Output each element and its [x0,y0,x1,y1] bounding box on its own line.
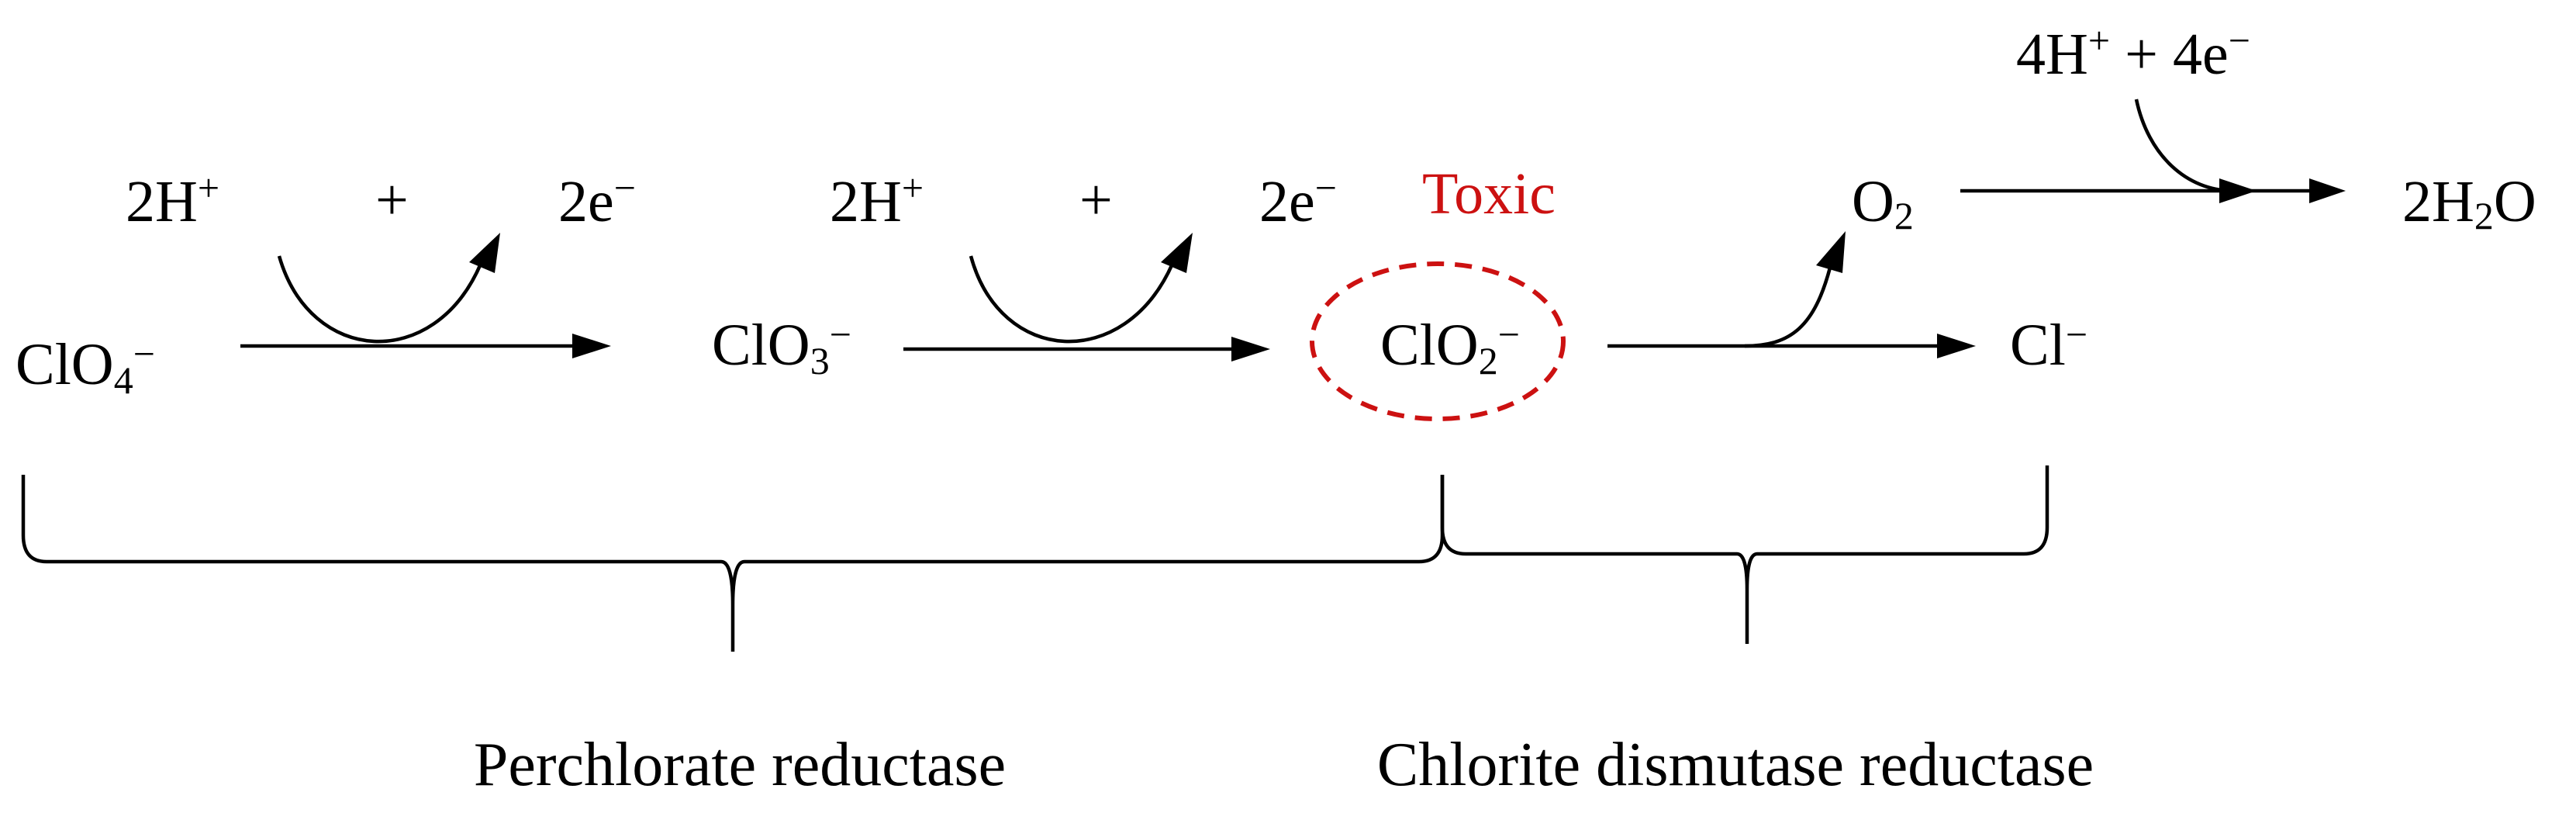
toxic-label: Toxic [1422,161,1556,227]
bracket-perchlorate-reductase [21,475,1445,652]
reaction-arrow-2 [903,337,1270,362]
chlorite-species: ClO2− [1380,313,1520,382]
enzyme-label-perchlorate-reductase: Perchlorate reductase [474,731,1006,799]
chloride-species: Cl− [2010,313,2087,378]
reaction-arrow-3 [1607,334,1976,358]
step2-proton: 2H+ [830,166,924,234]
curved-arrow-step1 [277,233,500,344]
step3-reagents: 4H+ + 4e− [2016,19,2250,87]
curved-arrow-water [2134,99,2257,203]
chlorate-species: ClO3− [712,313,851,382]
curved-arrow-step3 [1744,231,1846,348]
step1-plus: + [375,168,409,233]
enzyme-label-chlorite-dismutase-reductase: Chlorite dismutase reductase [1377,731,2094,799]
step2-electron: 2e− [1259,166,1337,234]
oxygen-species: O2 [1852,169,1914,237]
step1-proton: 2H+ [126,166,219,234]
water-species: 2H2O [2402,169,2536,237]
bracket-chlorite-dismutase [1440,465,2049,644]
reaction-arrow-1 [240,334,611,358]
curved-arrow-step2 [969,233,1193,344]
reaction-arrow-4 [1960,178,2346,203]
step2-plus: + [1079,168,1113,233]
toxic-dashed-circle [1310,261,1566,421]
step1-electron: 2e− [558,166,636,234]
perchlorate-species: ClO4− [16,332,155,402]
